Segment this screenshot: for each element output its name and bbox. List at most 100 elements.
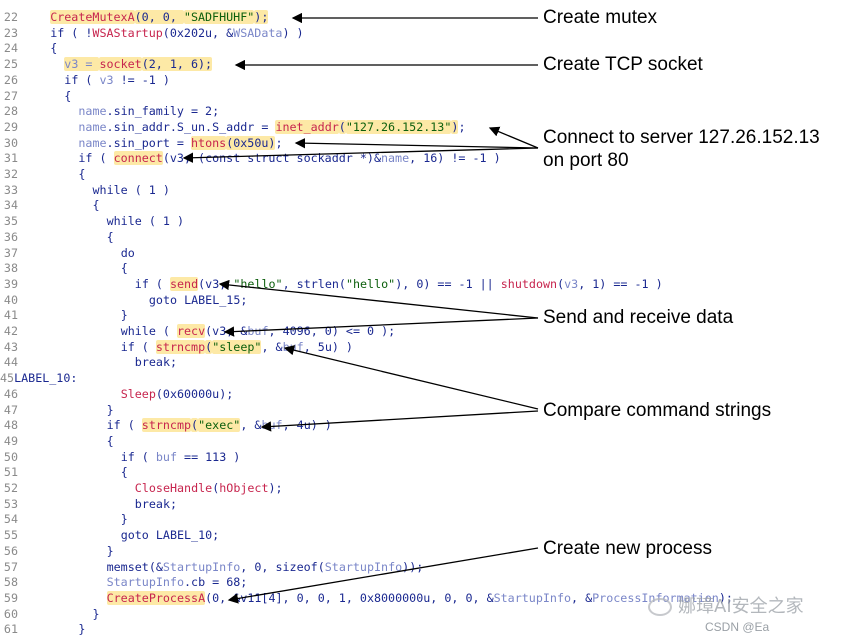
line-number: 24 bbox=[3, 41, 18, 56]
code-text: if ( connect(v3, (const struct sockaddr … bbox=[78, 151, 501, 166]
code-text: { bbox=[64, 89, 71, 103]
code-token: { bbox=[120, 465, 128, 480]
code-token: .sin_port = bbox=[106, 135, 191, 150]
line-number: 50 bbox=[3, 449, 18, 464]
code-token: == 113 ) bbox=[177, 449, 241, 464]
code-text: } bbox=[121, 512, 128, 526]
line-number: 43 bbox=[3, 339, 18, 354]
code-token: (v3, bbox=[198, 276, 234, 291]
code-text: do bbox=[121, 246, 135, 260]
code-token: strncmp bbox=[141, 418, 192, 433]
code-token: ); bbox=[718, 590, 733, 605]
code-line: 38{ bbox=[0, 261, 128, 277]
line-number: 60 bbox=[3, 606, 18, 621]
code-token: buf bbox=[261, 418, 283, 433]
code-token: if ( bbox=[120, 339, 156, 354]
code-token: buf bbox=[155, 449, 177, 464]
code-token: { bbox=[106, 229, 114, 244]
code-token: break; bbox=[134, 355, 178, 370]
code-token: "127.26.152.13" bbox=[345, 119, 452, 134]
line-number: 58 bbox=[3, 575, 18, 590]
code-token: } bbox=[120, 512, 128, 527]
code-token: ) bbox=[451, 119, 459, 134]
code-token: (0x60000u); bbox=[155, 386, 234, 401]
code-token: strncmp bbox=[155, 339, 206, 354]
line-number: 56 bbox=[3, 543, 18, 558]
code-token: (0x202u, & bbox=[162, 25, 234, 40]
line-number: 53 bbox=[3, 496, 18, 511]
code-token: v3 = bbox=[64, 57, 100, 72]
code-token: (0, 0, bbox=[134, 10, 184, 24]
code-token: , 0, sizeof( bbox=[240, 559, 325, 574]
code-line: 60} bbox=[0, 607, 100, 623]
code-text: goto LABEL_10; bbox=[121, 528, 220, 542]
line-number: 48 bbox=[3, 418, 18, 433]
code-token: send bbox=[169, 276, 199, 291]
code-token: != -1 ) bbox=[113, 72, 170, 87]
code-token: { bbox=[92, 198, 100, 213]
code-text: while ( 1 ) bbox=[93, 183, 170, 197]
wechat-icon bbox=[648, 598, 672, 616]
code-text: } bbox=[107, 544, 114, 558]
line-number: 37 bbox=[3, 245, 18, 260]
code-token: inet_addr bbox=[275, 119, 339, 134]
code-token: WSAData bbox=[233, 25, 283, 40]
code-line: 47} bbox=[0, 403, 114, 419]
code-line: 32 { bbox=[0, 167, 86, 183]
code-text: } bbox=[107, 403, 114, 417]
code-token: (2, 1, 6); bbox=[141, 57, 213, 72]
code-token: , 4u) ) bbox=[282, 418, 332, 433]
code-token: while ( 1 ) bbox=[92, 182, 170, 197]
line-number: 23 bbox=[3, 25, 18, 40]
annotation-create-tcp-socket: Create TCP socket bbox=[543, 54, 703, 75]
code-token: { bbox=[50, 41, 58, 56]
line-number: 52 bbox=[3, 481, 18, 495]
code-token: ( bbox=[557, 276, 565, 291]
code-text: { bbox=[93, 198, 100, 212]
code-token: if ( bbox=[134, 276, 170, 291]
code-text: CloseHandle(hObject); bbox=[135, 481, 283, 495]
code-line: 51{ bbox=[0, 465, 128, 481]
code-token: buf bbox=[247, 324, 269, 338]
line-number: 25 bbox=[3, 57, 18, 72]
line-number: 40 bbox=[3, 292, 18, 307]
code-token: , & bbox=[240, 418, 262, 433]
code-token: )); bbox=[402, 559, 424, 574]
line-number: 26 bbox=[3, 72, 18, 87]
code-text: name.sin_port = htons(0x50u); bbox=[78, 135, 283, 150]
code-token: { bbox=[64, 88, 72, 103]
line-number: 29 bbox=[3, 119, 18, 134]
code-token: hObject bbox=[219, 481, 269, 495]
code-text: { bbox=[50, 41, 57, 55]
code-text: while ( 1 ) bbox=[107, 214, 184, 228]
code-token: v3 bbox=[564, 276, 579, 291]
code-token: } bbox=[120, 308, 128, 323]
line-number: 22 bbox=[3, 10, 18, 24]
line-number: 57 bbox=[3, 559, 18, 574]
annotation-connect-server: Connect to server 127.26.152.13 bbox=[543, 127, 820, 148]
code-token: ); bbox=[254, 10, 269, 24]
code-text: CreateMutexA(0, 0, "SADFHUHF"); bbox=[50, 10, 269, 24]
code-text: if ( strncmp("sleep", &buf, 5u) ) bbox=[120, 339, 353, 354]
code-token: WSAStartup bbox=[92, 25, 163, 40]
code-text: { bbox=[107, 230, 114, 244]
code-token: (0, &v11[4], 0, 0, 1, 0x8000000u, 0, 0, … bbox=[205, 590, 494, 605]
code-token: name bbox=[78, 135, 107, 150]
csdn-credit: CSDN @Ea bbox=[705, 620, 770, 634]
code-token: .cb = 68; bbox=[184, 575, 248, 590]
code-token: { bbox=[78, 167, 86, 181]
code-token: recv bbox=[176, 324, 206, 338]
line-number: 32 bbox=[3, 167, 18, 181]
code-line: 52 CloseHandle(hObject); bbox=[0, 481, 283, 497]
line-number: 55 bbox=[3, 528, 18, 543]
annotation-create-mutex: Create mutex bbox=[543, 7, 658, 28]
annotation-send-receive: Send and receive data bbox=[543, 307, 734, 328]
